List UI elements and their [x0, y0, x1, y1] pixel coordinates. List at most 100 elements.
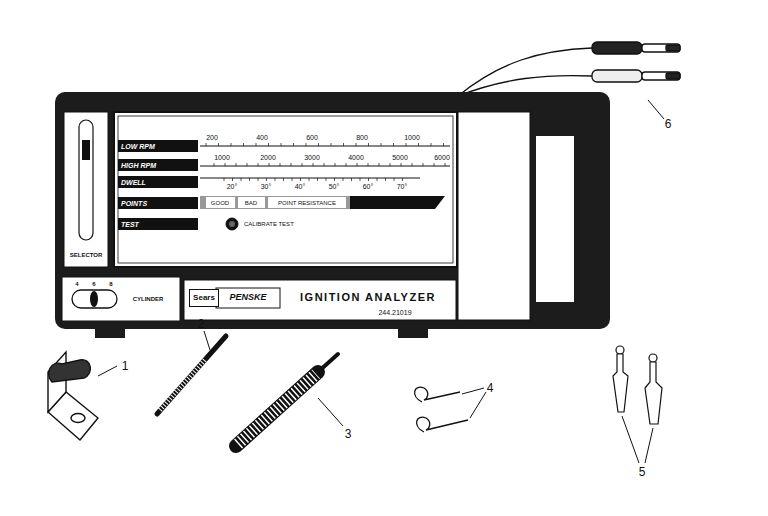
- scale-number: 4000: [348, 154, 364, 161]
- scale-tab: HIGH RPM: [118, 159, 198, 171]
- scale-name: POINTS: [121, 200, 147, 207]
- scale-name: HIGH RPM: [121, 162, 156, 169]
- band-label: BAD: [245, 200, 257, 206]
- scale-tick: [343, 143, 344, 146]
- scale-number: 5000: [392, 154, 408, 161]
- scale-tick: [343, 178, 344, 181]
- scale-number: 800: [356, 134, 368, 141]
- scale-number: 400: [256, 134, 268, 141]
- scale-tab: DWELL: [118, 176, 198, 188]
- scale-tick: [231, 143, 232, 146]
- scale-tick: [268, 143, 269, 146]
- brand-name: PENSKE: [229, 293, 266, 302]
- scale-tick: [306, 143, 307, 146]
- scale-tick: [445, 163, 446, 166]
- scale-tick: [236, 163, 237, 166]
- scale-tick: [390, 163, 391, 166]
- scale-tick: [291, 163, 292, 166]
- scale-tick: [324, 163, 325, 166]
- scale-tick: [313, 163, 314, 166]
- mounting-bracket: [48, 352, 98, 440]
- scale-tick: [335, 163, 336, 166]
- band-label: GOOD: [211, 200, 229, 206]
- spring-clips: [415, 387, 468, 432]
- scale-tick: [283, 178, 284, 181]
- product-name: IGNITION ANALYZER: [300, 292, 436, 303]
- scale-tab: POINTS: [118, 197, 198, 209]
- scale-tab: LOW RPM: [118, 140, 198, 152]
- scale-tick: [385, 178, 386, 181]
- scale-tick: [394, 178, 395, 181]
- scale-tick: [225, 163, 226, 166]
- leader-lines: [98, 100, 664, 463]
- scale-tick: [249, 178, 250, 181]
- scale-number: 1000: [404, 134, 420, 141]
- model-number: 244.21019: [378, 309, 411, 316]
- scale-tick: [247, 163, 248, 166]
- scale-tick: [269, 163, 270, 166]
- callout-number: 3: [345, 428, 352, 440]
- scale-tick: [431, 143, 432, 146]
- scale-tick: [266, 178, 267, 181]
- scale-tick: [401, 163, 402, 166]
- scale-tick: [281, 143, 282, 146]
- scale-number: 200: [206, 134, 218, 141]
- scale-number: 60°: [363, 183, 374, 190]
- scale-tick: [243, 143, 244, 146]
- threaded-rod: [157, 336, 226, 414]
- scale-tick: [326, 178, 327, 181]
- scale-tick: [280, 163, 281, 166]
- brand-text: Sears: [193, 294, 215, 302]
- scale-tick: [232, 178, 233, 181]
- test-leads: [458, 42, 680, 96]
- scale-tick: [334, 178, 335, 181]
- scale-number: 6000: [434, 154, 450, 161]
- scale-tick: [224, 178, 225, 181]
- scale-tick: [360, 178, 361, 181]
- scale-tick: [218, 143, 219, 146]
- scale-name: TEST: [121, 221, 139, 228]
- scale-tick: [258, 163, 259, 166]
- switch-position: 4: [75, 281, 78, 287]
- switch-position: 6: [92, 281, 95, 287]
- scale-number: 1000: [214, 154, 230, 161]
- spring-rod: [236, 354, 338, 446]
- panel-label: SELECTOR: [70, 252, 103, 258]
- panel-label: CYLINDER: [133, 296, 164, 302]
- scale-tick: [412, 163, 413, 166]
- callout-number: 1: [122, 360, 129, 372]
- scale-tick: [300, 178, 301, 181]
- button-label: CALIBRATE TEST: [244, 221, 294, 227]
- scale-number: 70°: [397, 183, 408, 190]
- scale-tick: [368, 178, 369, 181]
- scale-tick: [406, 143, 407, 146]
- scale-number: 50°: [329, 183, 340, 190]
- scale-number: 3000: [304, 154, 320, 161]
- scale-tick: [293, 143, 294, 146]
- scale-tick: [302, 163, 303, 166]
- scale-number: 20°: [227, 183, 238, 190]
- switch-position: 8: [109, 281, 112, 287]
- brand-badge: Sears: [189, 289, 219, 307]
- scale-tick: [309, 178, 310, 181]
- scale-tick: [346, 163, 347, 166]
- scale-tick: [318, 143, 319, 146]
- scale-tick: [368, 143, 369, 146]
- scale-tick: [434, 163, 435, 166]
- scale-tick: [317, 178, 318, 181]
- scale-tick: [379, 163, 380, 166]
- scale-tick: [393, 143, 394, 146]
- scale-tick: [351, 178, 352, 181]
- scale-tick: [206, 143, 207, 146]
- scale-name: DWELL: [121, 179, 146, 186]
- meter-scales: [200, 143, 450, 230]
- scale-tick: [292, 178, 293, 181]
- scale-number: 40°: [295, 183, 306, 190]
- callout-number: 2: [198, 318, 205, 330]
- scale-tick: [368, 163, 369, 166]
- callout-number: 6: [665, 118, 672, 130]
- scale-tick: [331, 143, 332, 146]
- scale-tick: [377, 178, 378, 181]
